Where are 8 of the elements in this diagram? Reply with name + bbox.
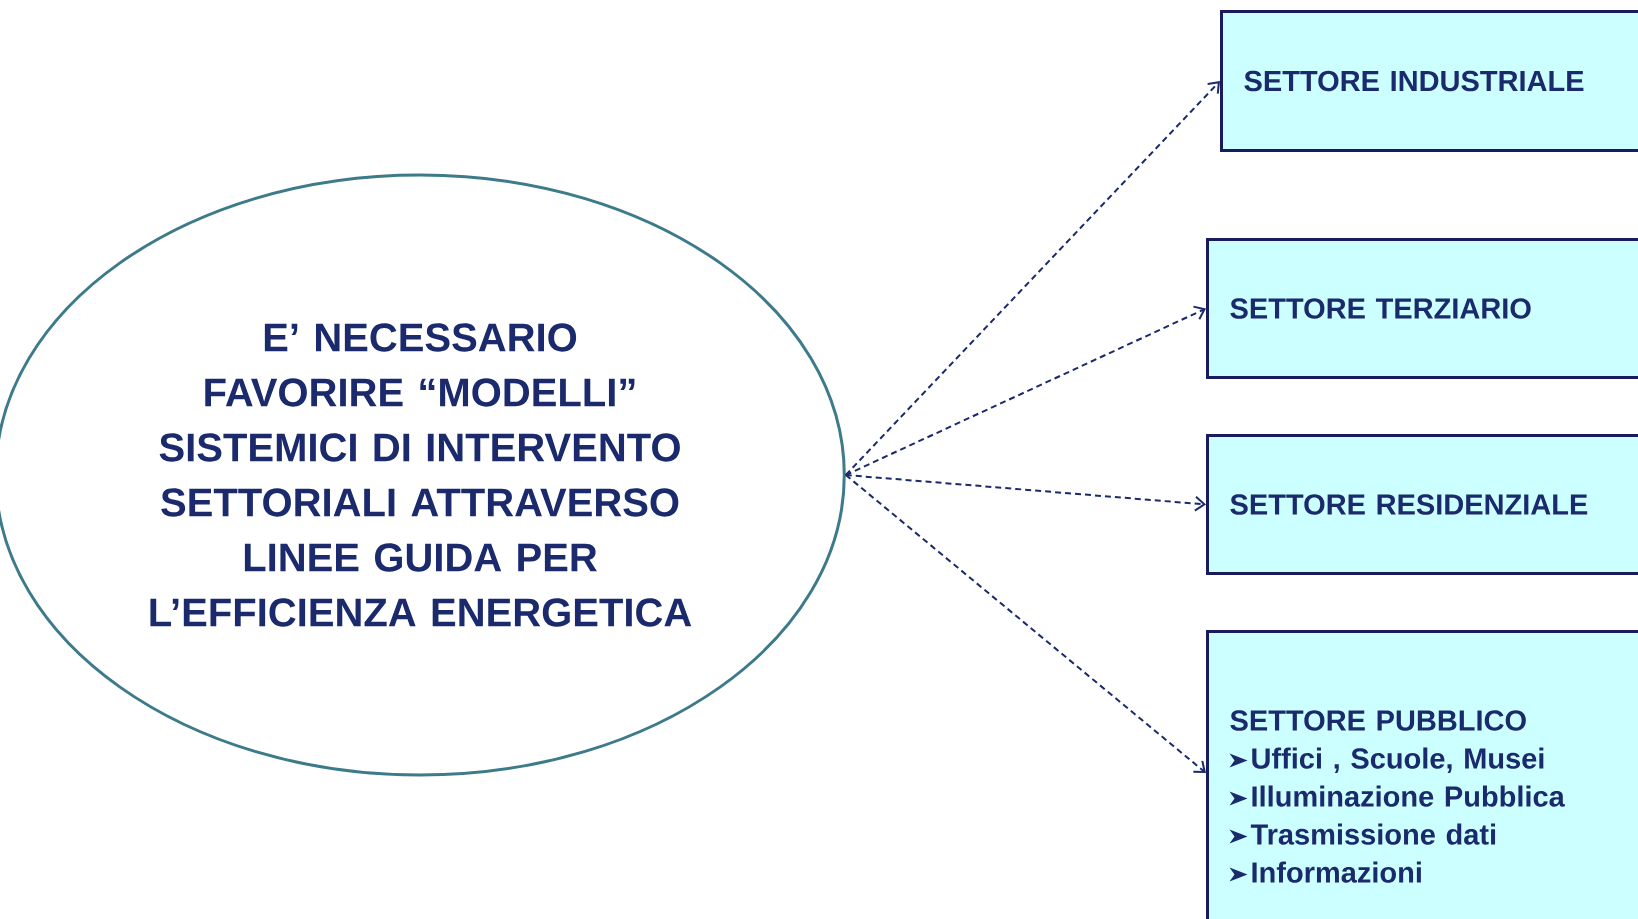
sector-box: SETTORE TERZIARIO xyxy=(1206,238,1638,379)
arrow xyxy=(844,81,1220,476)
arrow xyxy=(844,474,1206,512)
sector-box: SETTORE PUBBLICO Uffici , Scuole, Musei Illuminazione Pubblica Trasmissione dati Informazioni xyxy=(1206,630,1638,919)
arrow xyxy=(844,474,1206,773)
arrow xyxy=(844,305,1206,476)
sector-box: SETTORE INDUSTRIALE xyxy=(1220,10,1638,152)
sector-box: SETTORE RESIDENZIALE xyxy=(1206,434,1638,575)
